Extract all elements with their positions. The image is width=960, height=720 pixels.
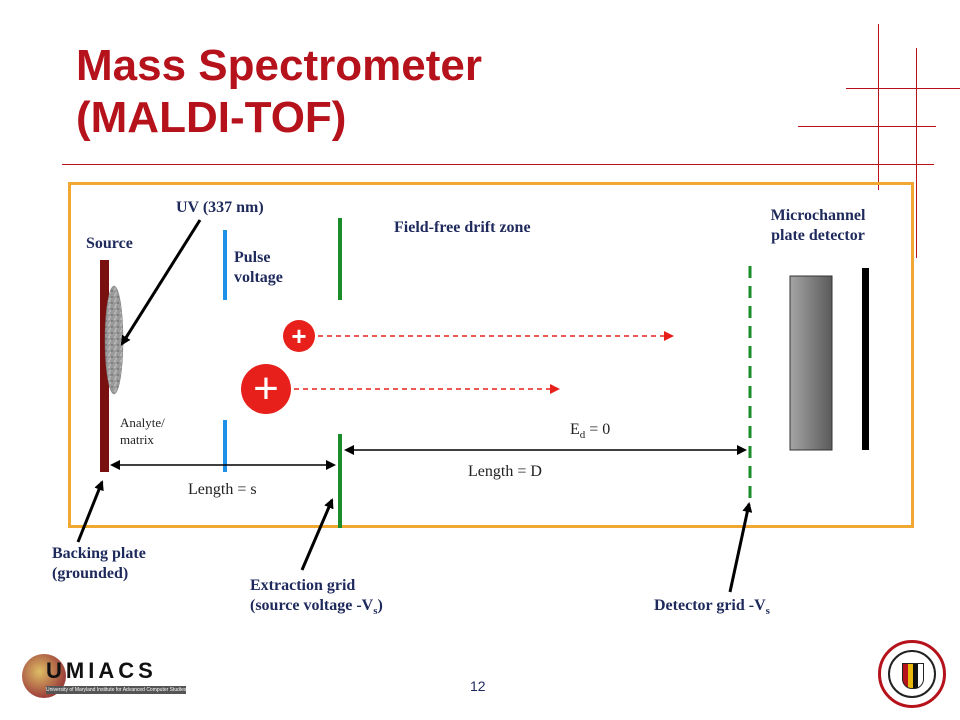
detector-anode [862, 268, 869, 450]
length-s-label: Length = s [188, 481, 257, 498]
ion-large-symbol: + [253, 364, 279, 413]
ion-large [241, 364, 291, 414]
uv-laser-arrow [120, 219, 202, 346]
slide-title: Mass Spectrometer (MALDI-TOF) [76, 40, 482, 144]
deco-vline-2 [916, 48, 917, 258]
university-of-maryland-seal [878, 640, 946, 708]
backing-plate-callout [76, 480, 104, 543]
title-underline [62, 164, 934, 165]
microchannel-plate [789, 275, 833, 451]
deco-hline-1 [846, 88, 960, 89]
seal-ring [888, 650, 936, 698]
umiacs-wordmark: UMIACS [46, 658, 157, 683]
detector-grid-label: Detector grid -Vs [654, 597, 770, 618]
ion-small-symbol: + [291, 321, 306, 351]
ed-label: Ed = 0 [570, 421, 611, 442]
extraction-grid-label: Extraction grid (source voltage -Vs) [250, 577, 383, 618]
page-number: 12 [470, 678, 486, 694]
title-line-1: Mass Spectrometer [76, 41, 482, 90]
source-label: Source [86, 235, 133, 252]
detector-grid-callout [728, 502, 753, 593]
analyte-matrix-label: Analyte/matrix [120, 415, 165, 447]
umiacs-logo: UMIACS University of Maryland Institute … [18, 652, 186, 700]
deco-vline-1 [878, 24, 879, 190]
maryland-shield-icon [902, 663, 924, 689]
backing-plate-label: Backing plate(grounded) [52, 545, 146, 582]
length-d-label: Length = D [468, 463, 542, 480]
ion-small [283, 320, 315, 352]
backing-plate [100, 260, 109, 472]
diagram-frame [68, 182, 914, 528]
title-line-2: (MALDI-TOF) [76, 93, 347, 142]
uv-label: UV (337 nm) [176, 199, 264, 216]
umiacs-subtitle: University of Maryland Institute for Adv… [46, 686, 186, 694]
deco-hline-2 [798, 126, 936, 127]
field-free-drift-label: Field-free drift zone [394, 219, 531, 236]
extraction-grid-callout [300, 498, 334, 571]
analyte-sample [104, 285, 124, 395]
